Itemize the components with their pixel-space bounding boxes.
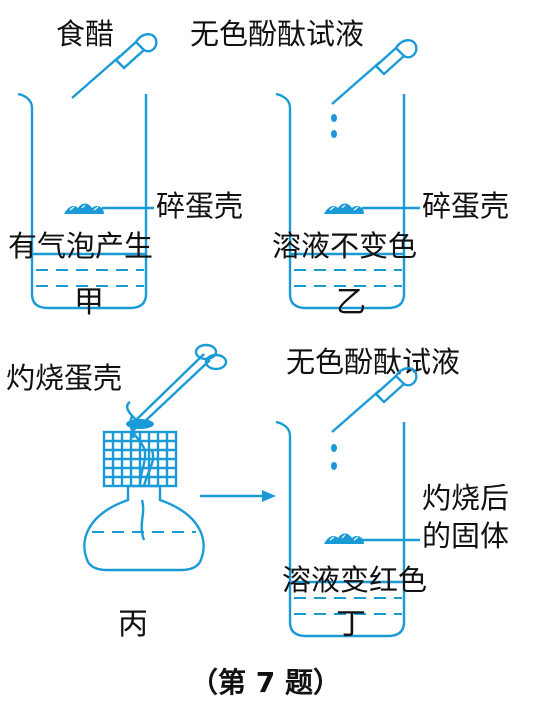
alcohol-lamp <box>83 415 205 572</box>
ding-drop-2 <box>331 462 337 470</box>
ding-solid-label-2: 的固体 <box>422 519 509 553</box>
ding-observation: 溶液变红色 <box>282 563 427 597</box>
yi-reagent-label: 无色酚酞试液 <box>190 17 364 51</box>
eggshell-on-tongs <box>126 419 154 429</box>
yi-drop-1 <box>331 114 337 122</box>
panel-ding: 无色酚酞试液 灼烧后 的固体 溶液变红色 丁 <box>274 345 509 642</box>
yi-solid-label: 碎蛋壳 <box>422 189 509 223</box>
yi-caption: 乙 <box>336 285 366 320</box>
yi-observation: 溶液不变色 <box>272 229 417 263</box>
flame-outline <box>129 415 147 487</box>
panel-jia: 食醋 碎蛋壳 有气泡产生 甲 <box>8 17 243 320</box>
panel-bing: 灼烧蛋壳 丙 <box>6 343 228 642</box>
bing-action-label: 灼烧蛋壳 <box>6 361 122 395</box>
jia-beaker <box>16 92 148 310</box>
panel-yi: 无色酚酞试液 碎蛋壳 溶液不变色 乙 <box>190 17 509 320</box>
jia-observation: 有气泡产生 <box>8 229 153 263</box>
process-arrow <box>200 490 276 502</box>
ding-caption: 丁 <box>336 607 366 642</box>
crucible-tongs <box>125 343 228 439</box>
ding-drop-1 <box>331 444 337 452</box>
ding-solid-label-1: 灼烧后 <box>422 481 509 515</box>
jia-reagent-label: 食醋 <box>56 17 114 51</box>
ding-solid <box>323 532 365 545</box>
ding-reagent-label: 无色酚酞试液 <box>286 345 460 379</box>
jia-shells <box>63 202 105 215</box>
figure-label: （第 7 题） <box>190 666 341 699</box>
jia-caption: 甲 <box>74 285 104 320</box>
jia-solid-label: 碎蛋壳 <box>156 189 243 223</box>
yi-drop-2 <box>331 130 337 138</box>
wire-gauze <box>102 430 178 488</box>
bing-caption: 丙 <box>118 607 148 642</box>
yi-beaker <box>274 92 406 310</box>
yi-shells <box>323 202 365 215</box>
ding-beaker <box>274 420 406 638</box>
